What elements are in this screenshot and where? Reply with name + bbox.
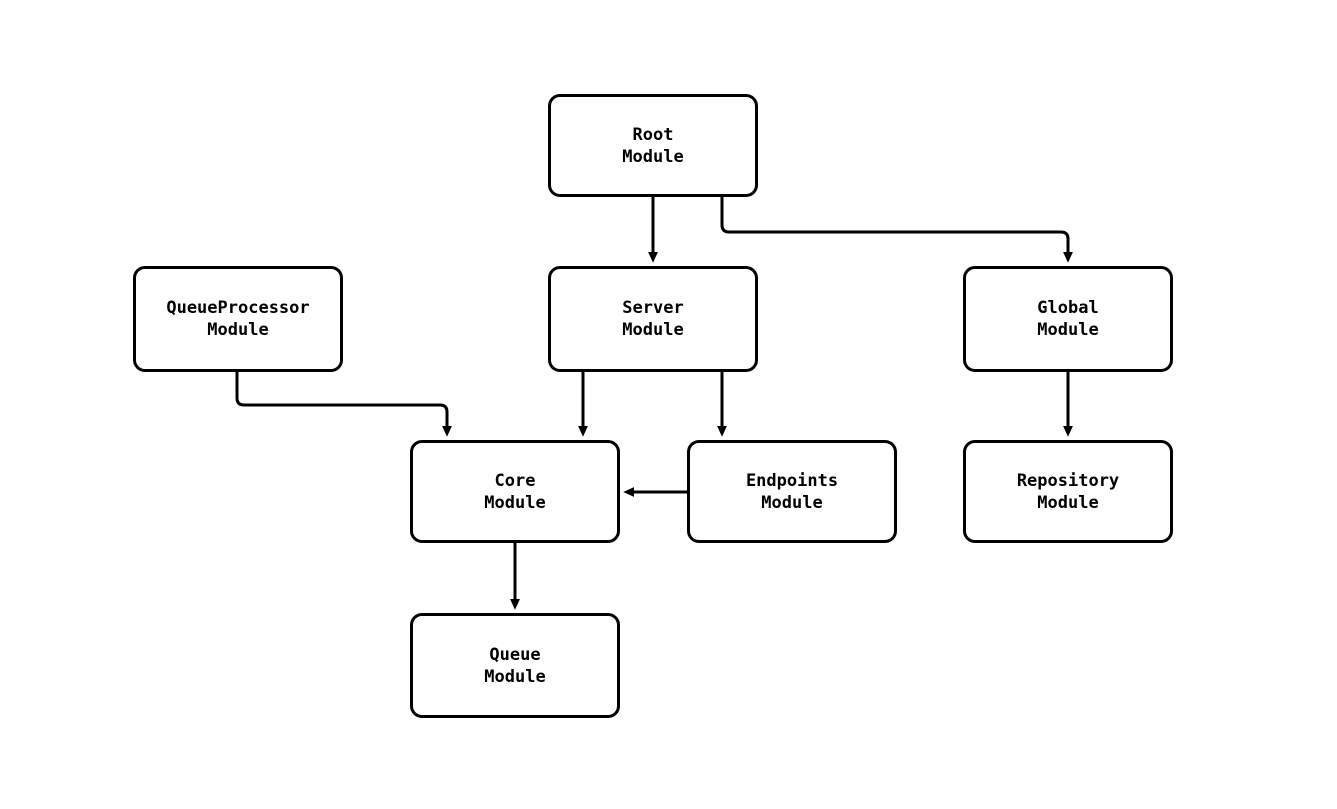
edges-group [235,197,1073,610]
edge-queueprocessor-to-core [235,372,452,437]
node-core-module-line1: Core [494,470,536,491]
node-root-module-line2: Module [622,146,684,167]
node-endpoints-module[interactable]: Endpoints Module [687,440,897,543]
node-server-module-line1: Server [622,298,684,318]
node-global-module[interactable]: Global Module [963,266,1173,372]
node-root-module-line1: Root [632,124,674,145]
node-core-module[interactable]: Core Module [410,440,620,543]
node-endpoints-module-line2: Module [761,492,823,513]
node-queueprocessor-module[interactable]: QueueProcessor Module [133,266,343,372]
node-endpoints-module-line1: Endpoints [745,470,839,491]
node-core-module-line2: Module [484,492,546,513]
node-global-module-line1: Global [1037,298,1099,318]
node-queue-module[interactable]: Queue Module [410,613,620,718]
node-queueprocessor-module-line1: QueueProcessor [166,298,310,318]
node-repository-module[interactable]: Repository Module [963,440,1173,543]
node-repository-module-line1: Repository [1016,470,1120,491]
edge-root-to-global [720,197,1073,263]
node-queue-module-line1: Queue [489,644,541,665]
node-global-module-line2: Module [1037,320,1099,340]
node-server-module-line2: Module [622,320,684,340]
node-root-module[interactable]: Root Module [548,94,758,197]
node-server-module[interactable]: Server Module [548,266,758,372]
node-queue-module-line2: Module [484,666,546,687]
node-repository-module-line2: Module [1037,492,1099,513]
node-queueprocessor-module-line2: Module [207,320,269,340]
